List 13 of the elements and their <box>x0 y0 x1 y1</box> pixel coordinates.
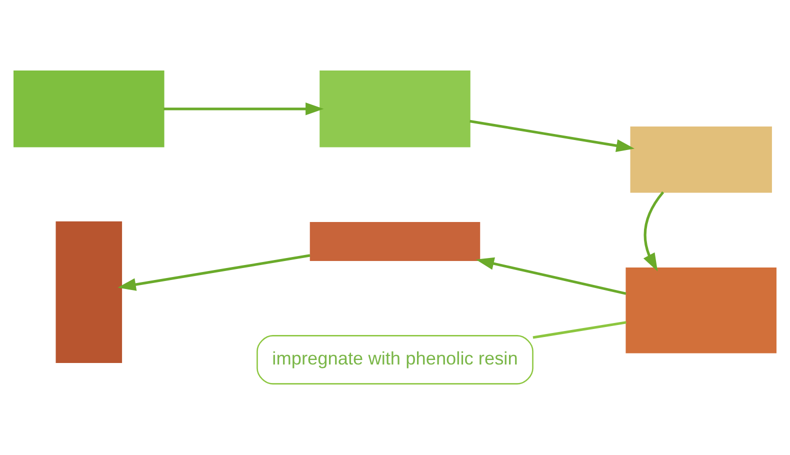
node-box <box>310 222 480 261</box>
arrow <box>470 120 635 152</box>
node-box: impregnate with phenolic resin <box>256 335 534 384</box>
node-box <box>56 221 122 363</box>
node-box <box>630 126 772 193</box>
node-box <box>626 267 776 354</box>
node-box <box>320 70 470 148</box>
arrow <box>164 102 324 116</box>
connector <box>532 321 626 339</box>
arrow <box>476 257 626 295</box>
arrow <box>643 191 664 272</box>
arrow <box>118 254 310 291</box>
node-box <box>14 70 164 148</box>
